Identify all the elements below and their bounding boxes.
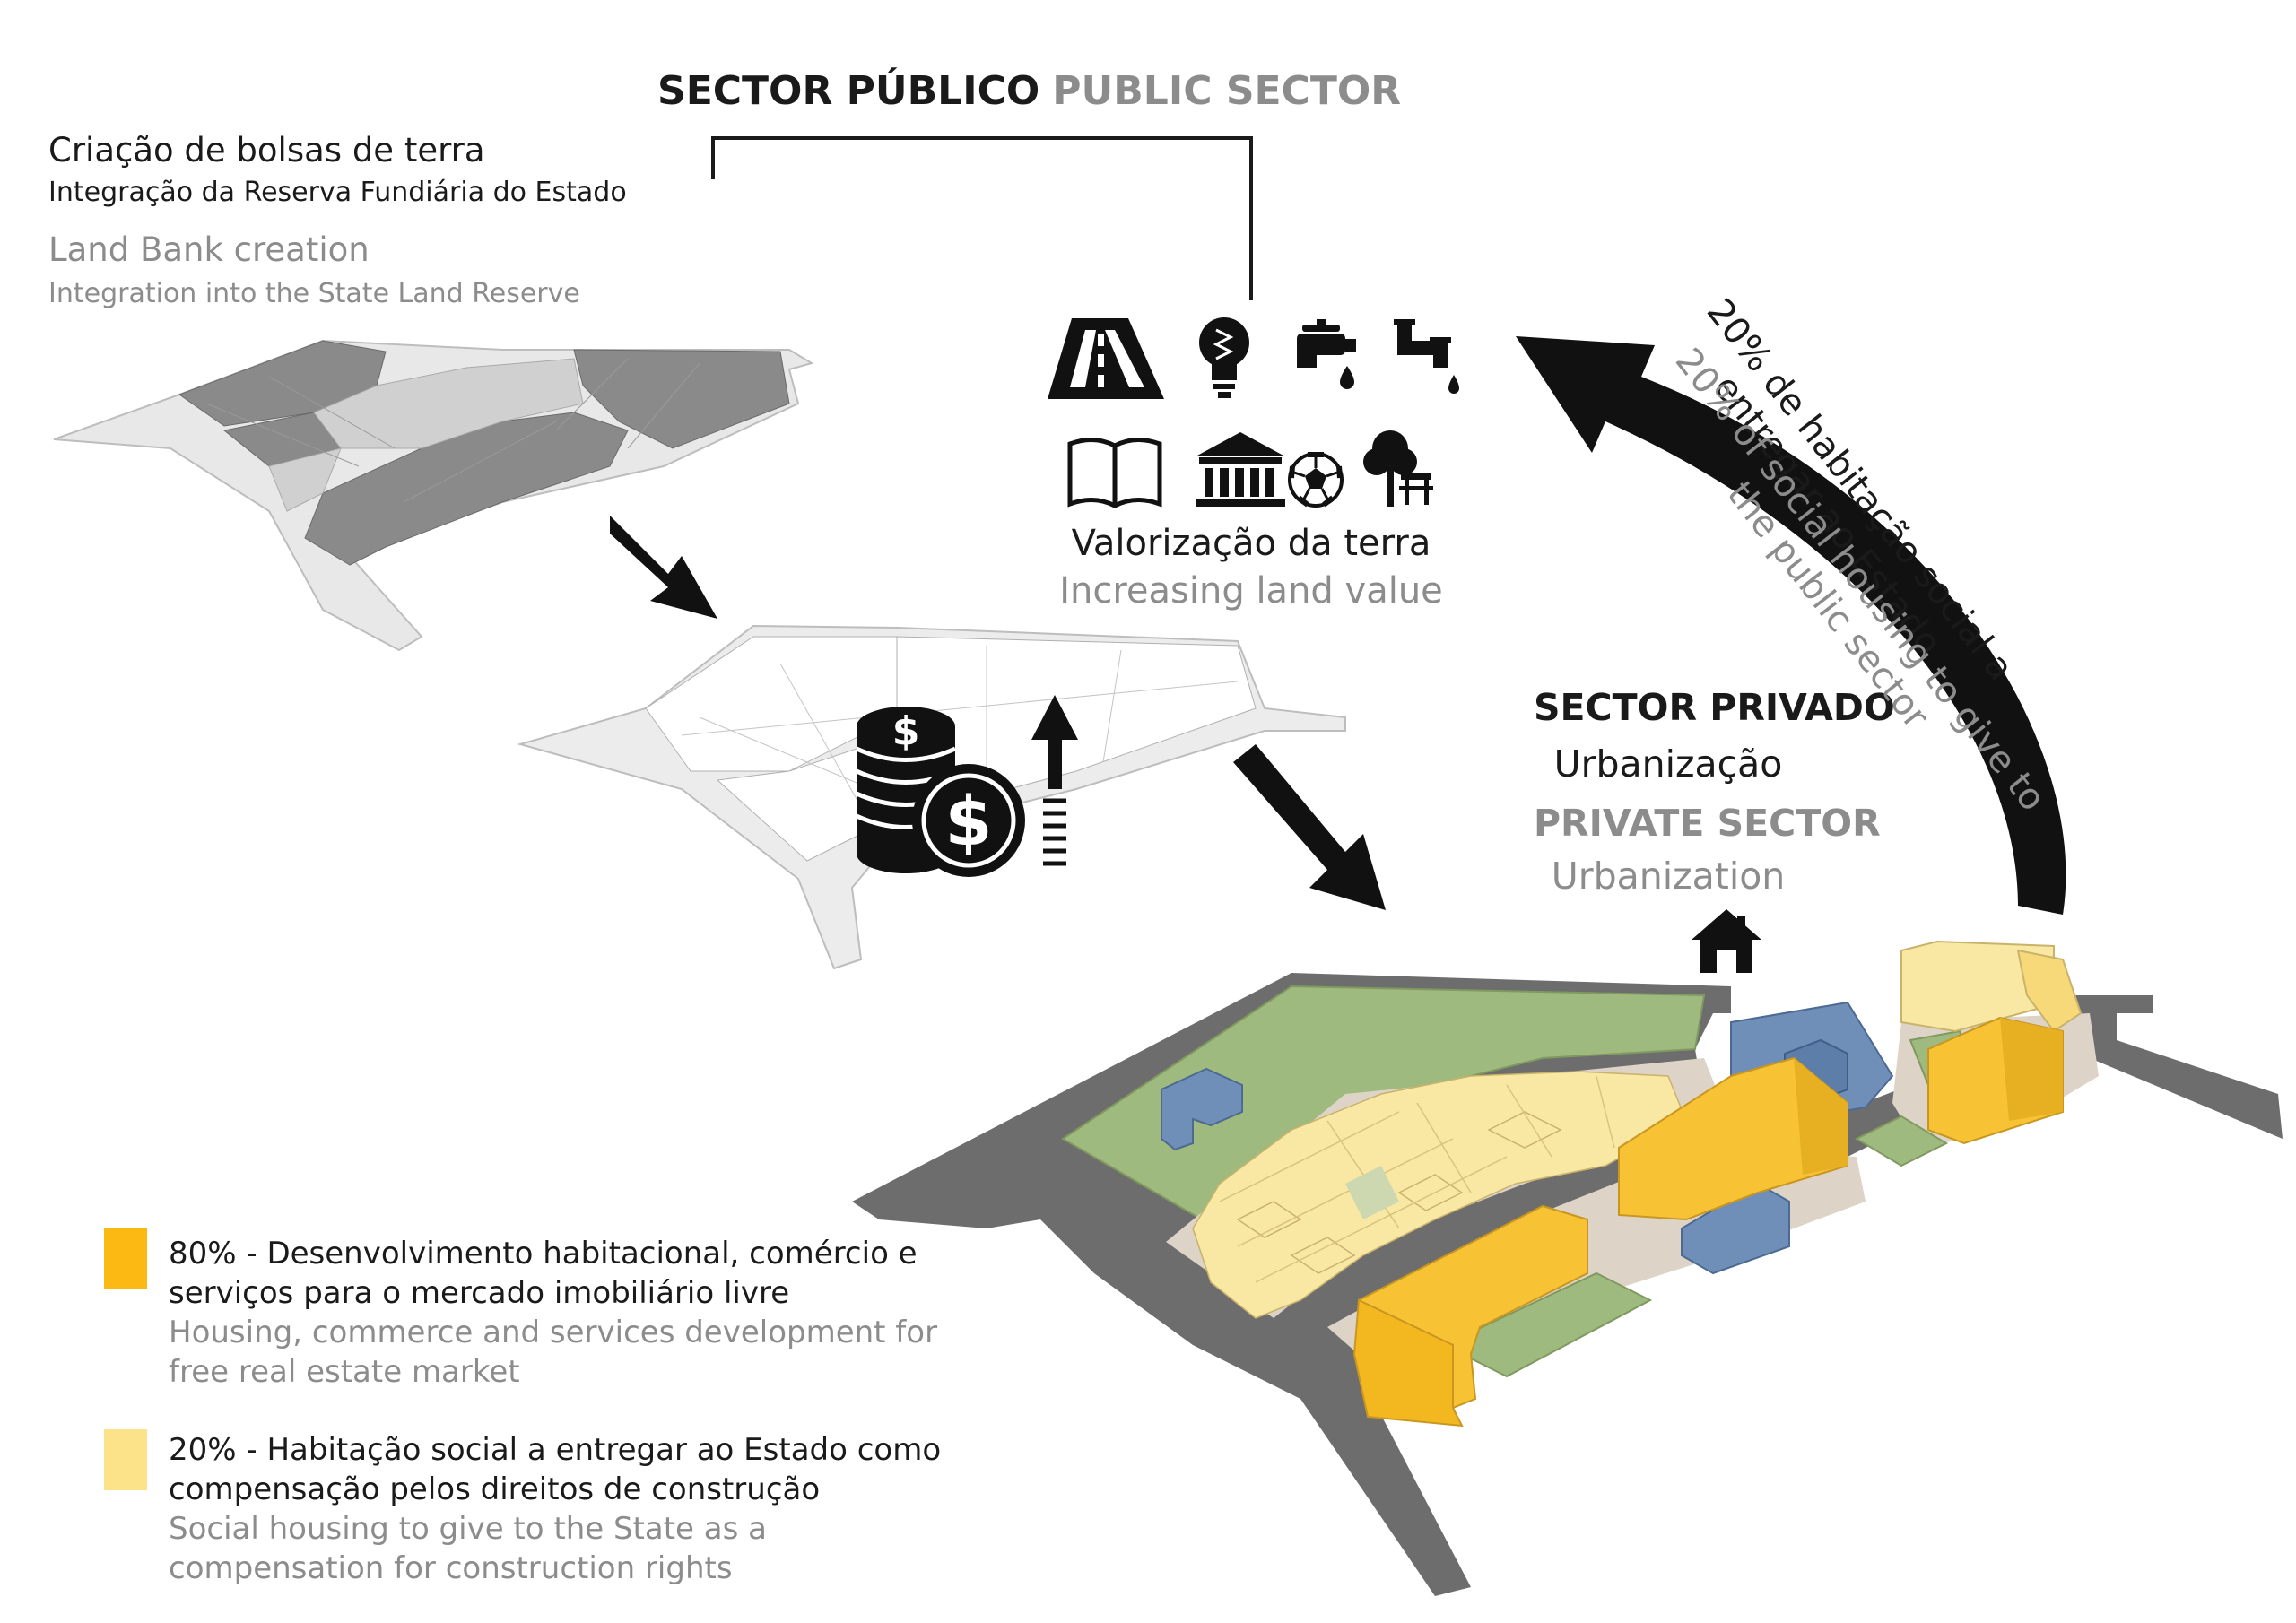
private-sector-sub-en: Urbanization bbox=[1551, 855, 1786, 898]
legend-swatch-market bbox=[104, 1228, 147, 1289]
public-sector-title-pt: SECTOR PÚBLICO bbox=[657, 68, 1040, 114]
legend-social-pt-line1: 20% - Habitação social a entregar ao Est… bbox=[169, 1432, 942, 1468]
legend-market-en-line2: free real estate market bbox=[169, 1354, 520, 1390]
svg-text:$: $ bbox=[892, 708, 920, 754]
land-bank-title-pt: Criação de bolsas de terra bbox=[48, 131, 485, 169]
land-value-pt: Valorização da terra bbox=[1071, 523, 1431, 564]
public-sector-title-en: PUBLIC SECTOR bbox=[1052, 68, 1402, 114]
land-bank-sub-pt: Integração da Reserva Fundiária do Estad… bbox=[48, 177, 627, 208]
legend-market-pt-line1: 80% - Desenvolvimento habitacional, comé… bbox=[169, 1236, 918, 1271]
legend-social-en-line2: compensation for construction rights bbox=[169, 1550, 733, 1586]
legend-social-en-line1: Social housing to give to the State as a bbox=[169, 1511, 767, 1547]
public-sector-title: SECTOR PÚBLICO PUBLIC SECTOR bbox=[657, 68, 1401, 114]
legend-market-pt-line2: serviços para o mercado imobiliário livr… bbox=[169, 1275, 790, 1311]
land-bank-sub-en: Integration into the State Land Reserve bbox=[48, 278, 580, 309]
legend-social-pt-line2: compensação pelos direitos de construção bbox=[169, 1471, 821, 1507]
legend-market-en-line1: Housing, commerce and services developme… bbox=[169, 1315, 938, 1350]
legend-swatch-social bbox=[104, 1429, 147, 1490]
private-sector-sub-pt: Urbanização bbox=[1553, 742, 1783, 785]
land-value-en: Increasing land value bbox=[1059, 570, 1443, 612]
land-bank-title-en: Land Bank creation bbox=[48, 230, 370, 269]
svg-text:$: $ bbox=[945, 781, 993, 861]
